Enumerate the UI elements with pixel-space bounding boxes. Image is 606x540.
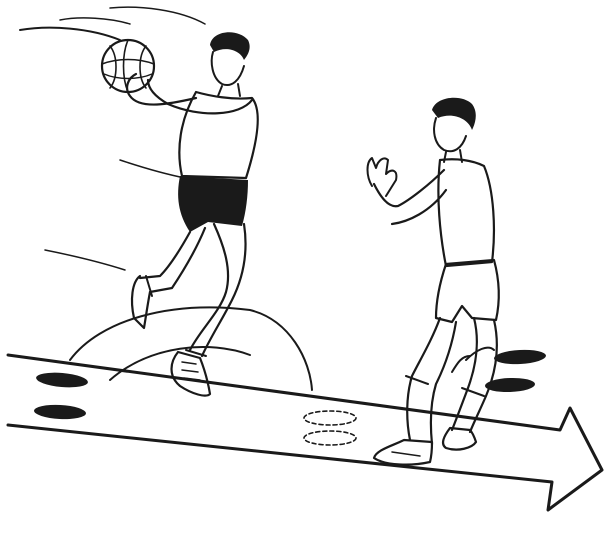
motion-lines	[20, 7, 312, 390]
dashed-footprint	[304, 411, 356, 445]
defending-player	[368, 98, 499, 465]
player-with-ball	[127, 32, 258, 395]
